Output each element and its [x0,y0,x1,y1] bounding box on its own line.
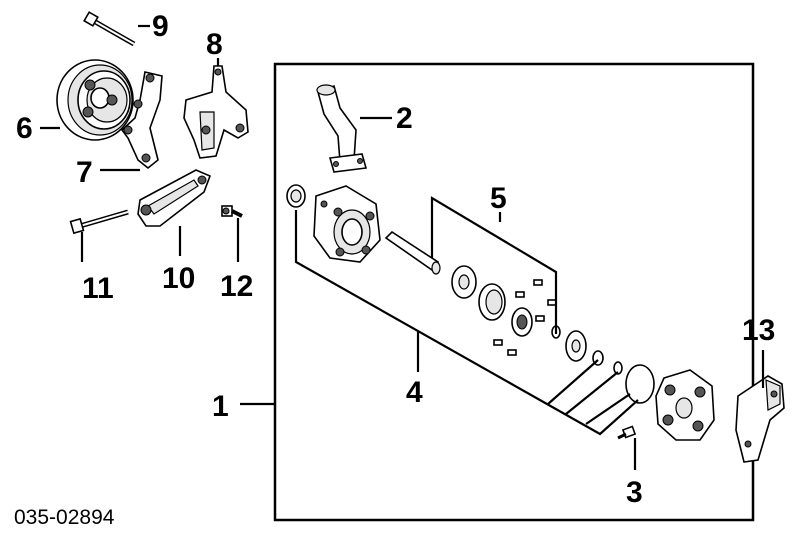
part-3-fitting [617,425,637,440]
callout-13: 13 [742,314,775,347]
part-11-bolt [69,209,129,235]
pump-shaft [384,230,441,275]
part-7-bracket [120,71,163,170]
part-12-bolt [221,205,243,218]
callout-2: 2 [396,102,413,135]
callout-9: 9 [152,10,169,43]
callout-12: 12 [220,270,253,303]
part-2-pipe [316,84,368,173]
callout-5: 5 [490,182,507,215]
rear-housing [655,369,715,441]
callout-3: 3 [626,476,643,509]
part-13-bracket [735,375,785,463]
assembly-box [273,62,755,522]
pump-internals [451,265,655,404]
callout-7: 7 [76,156,93,189]
callout-10: 10 [162,262,195,295]
part-10-bracket [137,169,212,227]
reference-number: 035-02894 [14,506,115,529]
callout-4: 4 [406,376,423,409]
callout-6: 6 [16,112,33,145]
leader-lines [40,24,765,470]
part-6-pulley [56,59,134,141]
part-8-bracket [183,65,249,159]
callout-8: 8 [206,28,223,61]
callout-1: 1 [212,390,229,423]
part-9-bolt [83,11,136,47]
callout-11: 11 [82,272,114,305]
pump-body [286,184,381,263]
